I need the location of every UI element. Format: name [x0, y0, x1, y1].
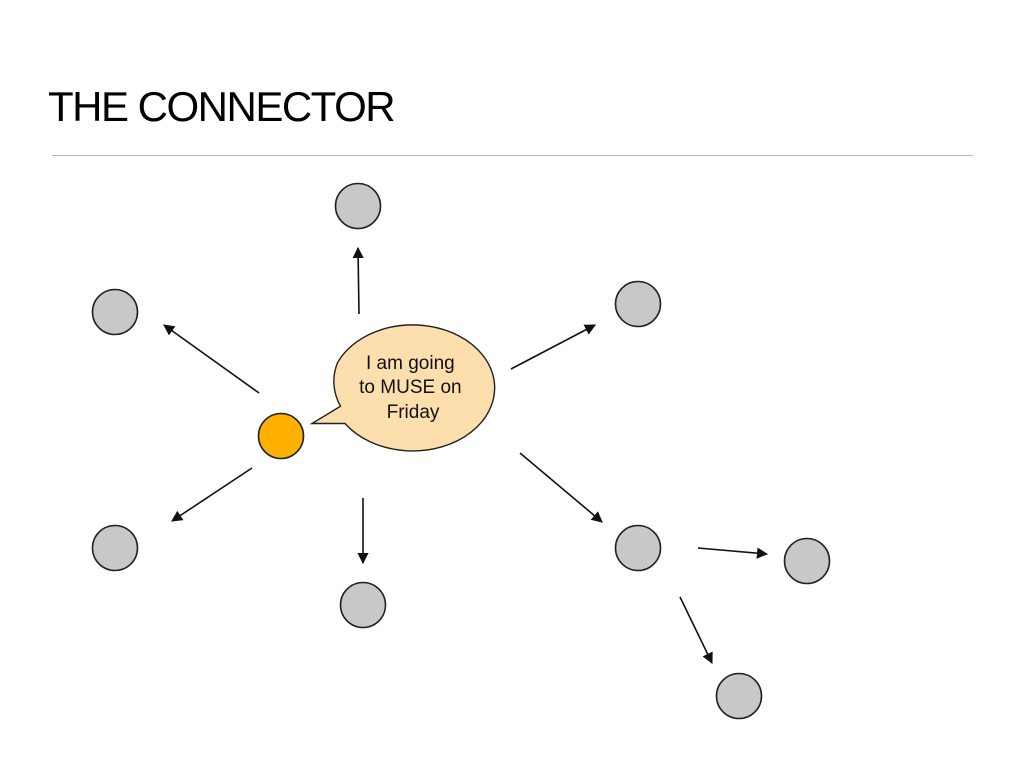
node-bottom	[339, 581, 387, 629]
arrow-to-far-right	[697, 547, 769, 559]
node-lower-right	[614, 524, 662, 572]
arrows	[163, 246, 769, 665]
slide-title: THE CONNECTOR	[48, 83, 396, 130]
node-far-bottom	[715, 672, 763, 720]
arrow-to-upper-right	[510, 324, 596, 370]
node-far-right	[783, 537, 831, 585]
speech-bubble-shape	[309, 324, 496, 452]
bubble-line-2: to MUSE on	[359, 377, 461, 398]
node-lower-left	[91, 524, 139, 572]
arrow-to-upper-left	[163, 324, 260, 394]
node-upper-right	[614, 280, 662, 328]
speech-bubble: I am going to MUSE on Friday	[309, 324, 496, 452]
bubble-line-1: I am going	[366, 353, 455, 374]
arrow-to-lower-right	[519, 452, 603, 523]
arrow-to-top	[352, 246, 364, 315]
connector-node	[257, 412, 305, 460]
node-top	[334, 182, 382, 230]
arrow-to-lower-left	[171, 467, 253, 522]
bubble-line-3: Friday	[387, 402, 440, 423]
node-upper-left	[91, 288, 139, 336]
title-divider	[52, 155, 973, 156]
nodes	[91, 182, 831, 720]
arrow-to-far-bottom	[679, 596, 713, 665]
speech-bubble-text: I am going to MUSE on Friday	[359, 353, 467, 423]
